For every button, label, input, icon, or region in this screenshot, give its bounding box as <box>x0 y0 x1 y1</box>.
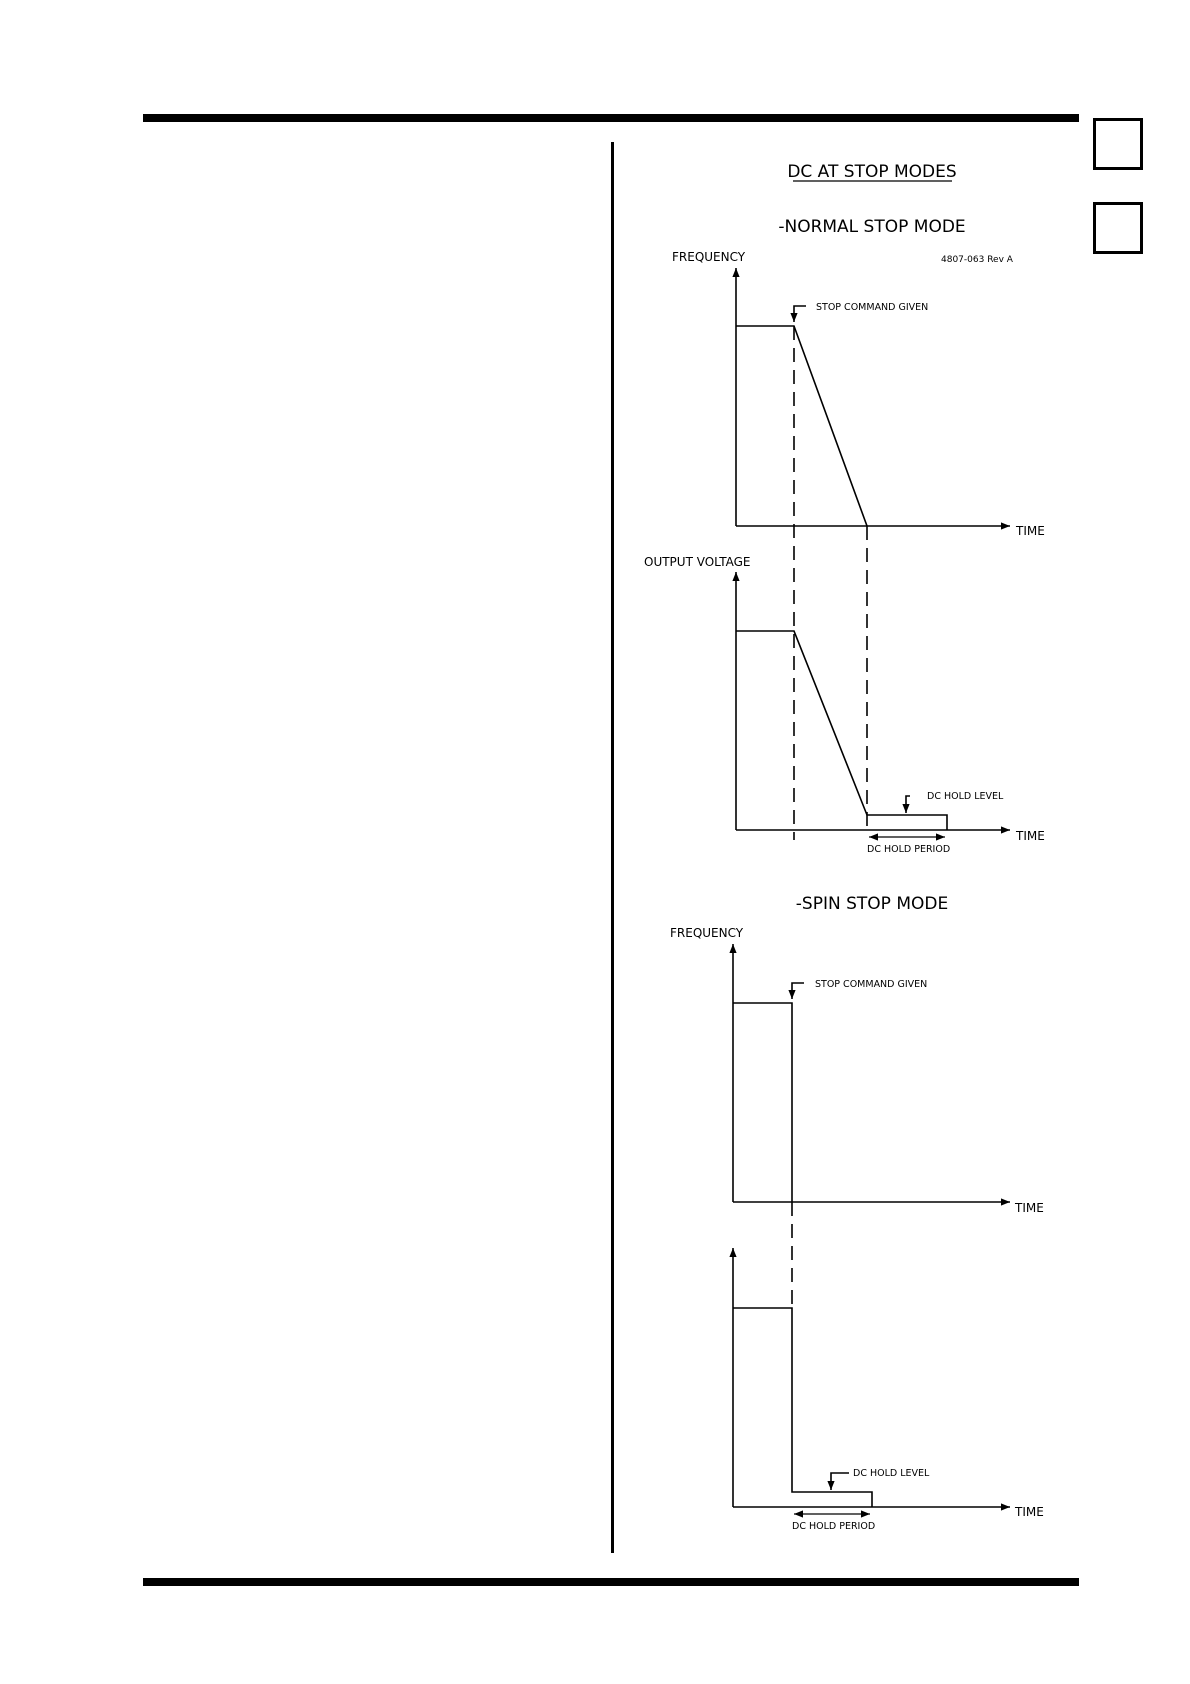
normal-dc-hold-period-label: DC HOLD PERIOD <box>867 844 950 855</box>
normal-stop-command-pointer <box>794 306 806 322</box>
spin-stop-heading: -SPIN STOP MODE <box>796 894 948 914</box>
spin-volt-time-label: TIME <box>1014 1505 1044 1519</box>
spin-freq-time-label: TIME <box>1014 1201 1044 1215</box>
spin-dc-level-pointer <box>831 1473 849 1490</box>
spin-dc-hold-level-label: DC HOLD LEVEL <box>853 1468 930 1479</box>
normal-volt-time-label: TIME <box>1015 829 1045 843</box>
spin-dc-hold-period-label: DC HOLD PERIOD <box>792 1521 875 1532</box>
normal-volt-profile <box>736 631 947 830</box>
spin-stop-command-label: STOP COMMAND GIVEN <box>815 979 927 990</box>
spin-volt-profile <box>733 1308 872 1507</box>
normal-stop-command-label: STOP COMMAND GIVEN <box>816 302 928 313</box>
normal-freq-axis-label: FREQUENCY <box>672 250 746 264</box>
normal-freq-time-label: TIME <box>1015 524 1045 538</box>
normal-volt-axis-label: OUTPUT VOLTAGE <box>644 555 750 569</box>
diagram-title: DC AT STOP MODES <box>787 162 956 182</box>
normal-dc-hold-level-label: DC HOLD LEVEL <box>927 791 1004 802</box>
drawing-ref: 4807-063 Rev A <box>941 255 1014 265</box>
normal-dc-level-pointer <box>906 796 910 813</box>
normal-freq-profile <box>736 326 867 526</box>
spin-freq-axis-label: FREQUENCY <box>670 926 744 940</box>
spin-stop-command-pointer <box>792 983 804 999</box>
spin-freq-profile <box>733 1003 792 1202</box>
normal-stop-heading: -NORMAL STOP MODE <box>778 217 965 237</box>
